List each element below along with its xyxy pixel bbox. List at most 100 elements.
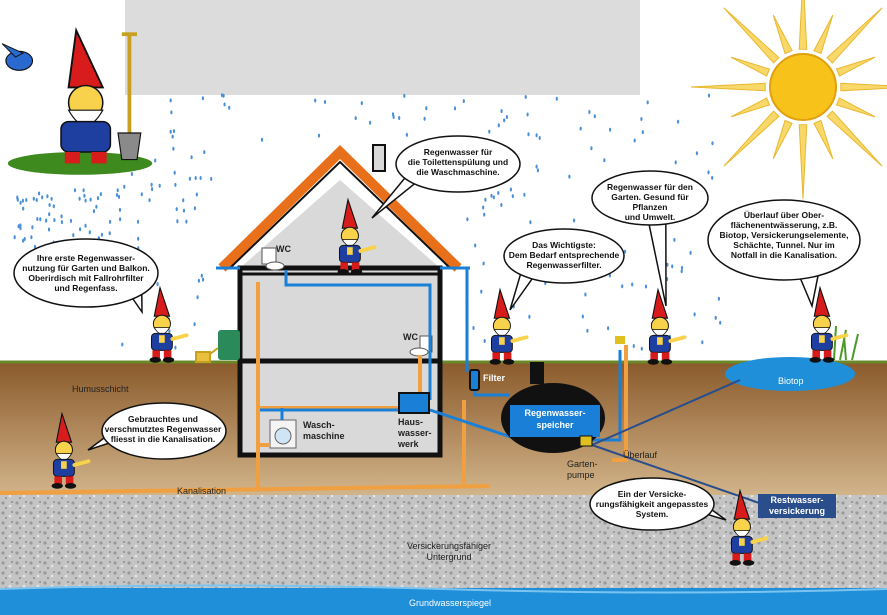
gnome-icon <box>51 411 91 489</box>
rain-drop <box>190 155 193 160</box>
rain-drop <box>38 191 41 196</box>
rain-drop <box>631 282 634 287</box>
label-ueberlauf: Überlauf <box>623 450 658 460</box>
rain-drop <box>503 118 506 123</box>
speech-bubble <box>707 199 861 309</box>
rain-drop <box>398 116 401 120</box>
rain-drop <box>156 282 159 287</box>
rain-drop <box>119 217 122 222</box>
rain-drop <box>158 183 161 188</box>
rain-drop <box>19 226 22 231</box>
filter-unit <box>469 369 480 391</box>
rain-drop <box>35 198 38 202</box>
rain-drop <box>527 132 530 137</box>
rain-drop <box>462 99 465 104</box>
rain-drop <box>584 292 587 297</box>
bird-icon <box>1 43 34 71</box>
label-washer: Wasch- maschine <box>303 420 345 441</box>
gnome-icon <box>647 287 687 365</box>
rain-drop <box>100 232 103 237</box>
rain-drop <box>108 231 111 236</box>
rain-drop <box>175 207 178 212</box>
rain-drop <box>568 174 571 179</box>
rain-drop <box>403 93 406 98</box>
rain-drop <box>137 236 140 241</box>
rain-drop <box>529 220 532 225</box>
rain-drop <box>84 198 87 203</box>
rain-drop <box>203 150 206 155</box>
bubble-filter-text: Das Wichtigste: Dem Bedarf entsprechende… <box>508 240 620 270</box>
bubble-garden-text: Regenwasser für den Garten. Gesund für P… <box>607 182 693 222</box>
rain-drop <box>21 198 24 203</box>
gnome-icon <box>149 285 189 363</box>
gnome-icon <box>337 197 377 275</box>
rain-drop <box>79 227 82 232</box>
sky-panel <box>125 0 640 95</box>
drain-pipes <box>0 282 628 495</box>
label-wc-upper: WC <box>276 244 291 254</box>
rain-drop <box>483 339 486 343</box>
hauswasserwerk-unit <box>398 392 430 414</box>
rain-drop <box>99 192 102 197</box>
rainwater-tank <box>501 362 605 453</box>
rain-drop <box>640 117 643 121</box>
rain-drop <box>109 219 112 224</box>
rain-drop <box>115 193 119 197</box>
house <box>216 144 470 458</box>
rain-drop <box>354 116 357 121</box>
rain-drop <box>176 219 179 224</box>
rain-drop <box>182 208 186 213</box>
rain-drop <box>92 209 96 214</box>
label-wc-lower: WC <box>403 332 418 342</box>
rain-drop <box>405 132 408 137</box>
rain-drop <box>680 265 684 270</box>
rain-drop <box>482 261 485 266</box>
rain-drop <box>621 284 624 289</box>
bubble-infiltration-text: Ein der Versicke- rungsfähigkeit angepas… <box>595 489 709 519</box>
rain-drop <box>538 136 541 140</box>
rain-drop <box>123 184 126 189</box>
rain-drop <box>22 238 25 243</box>
rain-drop <box>689 250 692 255</box>
rain-drop <box>535 133 538 138</box>
rain-drop <box>36 217 39 221</box>
rain-drop <box>73 188 77 193</box>
rain-drop <box>25 198 28 202</box>
rain-drop <box>603 158 606 163</box>
rain-drop <box>148 198 151 203</box>
rain-drop <box>185 219 188 224</box>
rain-drop <box>640 346 643 351</box>
rain-drop <box>369 120 372 125</box>
rain-drop <box>199 176 202 180</box>
rain-drop <box>593 114 596 119</box>
rain-drop <box>509 187 512 192</box>
rain-drop <box>45 218 48 223</box>
rain-drop <box>202 277 205 282</box>
rain-drop <box>96 196 100 201</box>
rain-drop <box>32 196 35 201</box>
rain-drop <box>174 182 177 187</box>
garden-pump-icon <box>579 435 593 447</box>
rain-drop <box>78 196 81 201</box>
rain-drop <box>17 224 20 229</box>
label-humus: Humusschicht <box>72 384 129 394</box>
rain-drop <box>453 106 457 111</box>
rain-drop <box>154 158 157 163</box>
speech-bubble <box>371 135 521 219</box>
rain-drop <box>168 329 171 334</box>
rain-drop <box>511 194 514 199</box>
rain-drop <box>46 194 49 199</box>
rain-drop <box>193 206 196 211</box>
rain-drop <box>33 244 37 249</box>
rain-drop <box>573 218 576 223</box>
gnome-icon <box>809 285 849 363</box>
speech-bubble <box>589 477 727 531</box>
label-hauswasserwerk: Haus- wasser- werk <box>398 417 432 449</box>
rain-drop <box>590 146 593 151</box>
rain-drop <box>526 112 529 117</box>
rain-drop <box>711 175 714 180</box>
rain-drop <box>680 269 683 274</box>
rain-drop <box>646 100 649 105</box>
rain-drop <box>13 235 16 240</box>
rain-drop <box>633 138 636 143</box>
